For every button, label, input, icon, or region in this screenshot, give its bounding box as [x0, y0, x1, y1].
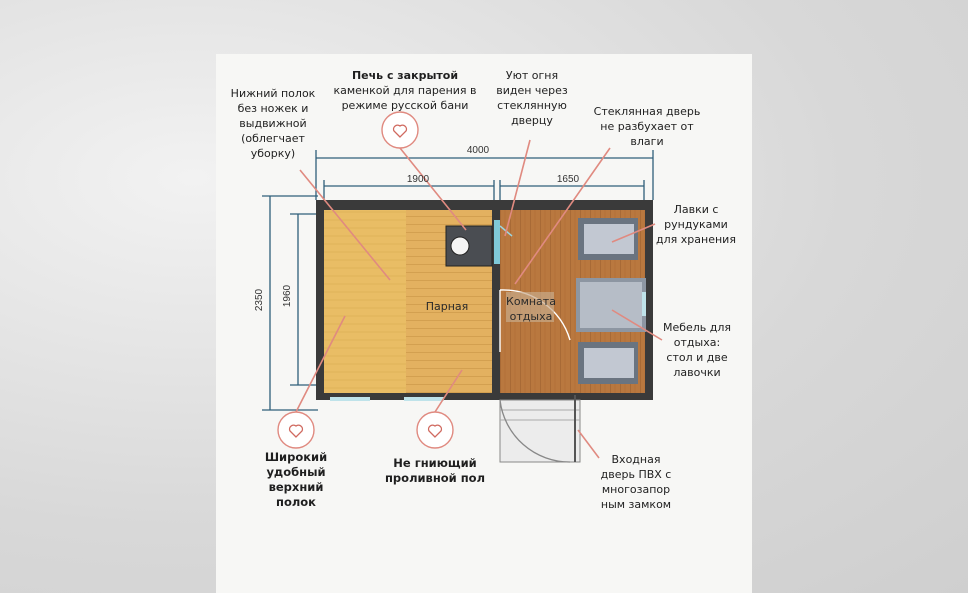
heart-icon [416, 411, 454, 449]
steam-room-label: Парная [426, 300, 469, 313]
partition-wall [492, 200, 500, 400]
glass-door-pane [494, 220, 500, 264]
dim-right-width: 1650 [557, 174, 580, 185]
heart-icon [381, 111, 419, 149]
stove-burner [450, 236, 470, 256]
annotation-benches: Лавки с рундуками для хранения [656, 203, 736, 246]
annotation-glass-door: Стеклянная дверь не разбухает от влаги [593, 105, 701, 148]
dim-inner-height: 1960 [282, 284, 293, 307]
dim-total-width: 4000 [467, 145, 490, 156]
pointer-lines [295, 139, 663, 459]
heart-icon [277, 411, 315, 449]
annotation-floor: Не гниющий проливной пол [384, 456, 485, 485]
annotation-upper-shelf: Широкий удобный верхний полок [264, 450, 328, 509]
upper-shelf [324, 210, 406, 393]
annotation-lower-shelf: Нижний полок без ножек и выдвижной (обле… [230, 87, 316, 160]
annotation-fire: Уют огня виден через стеклянную дверцу [496, 69, 568, 127]
entrance-door-swing [499, 399, 571, 463]
rest-room-label-1: Комната [506, 295, 556, 308]
rest-room-label-2: отдыха [510, 310, 553, 323]
annotation-entrance: Входная дверь ПВХ с многозапор ным замко… [600, 453, 672, 511]
dimension-lines [262, 150, 654, 411]
dim-left-width: 1900 [407, 174, 430, 185]
annotation-stove: Печь с закрытой каменкой для парения в р… [333, 69, 477, 112]
dim-outer-height: 2350 [254, 288, 265, 311]
annotation-furniture: Мебель для отдыха: стол и две лавочки [662, 321, 732, 379]
